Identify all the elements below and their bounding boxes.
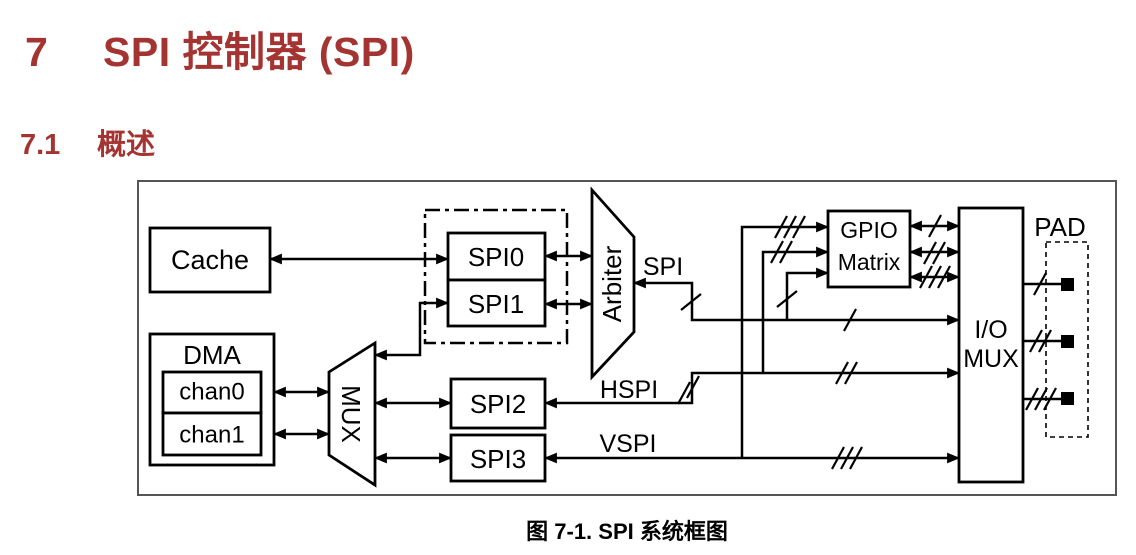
- spi3-label: SPI3: [470, 444, 526, 474]
- bus-slash: [937, 265, 951, 289]
- dma-chan0-block: [161, 370, 263, 415]
- bus-slash: [923, 241, 937, 265]
- bus-slash: [844, 361, 858, 385]
- bus-slash: [1033, 272, 1047, 296]
- vspi-signal-label: VSPI: [600, 430, 657, 458]
- bus-slash: [928, 265, 942, 289]
- bus-slash: [1043, 387, 1057, 411]
- arbiter-block: [590, 186, 636, 381]
- gpio-matrix-label-line2: Matrix: [838, 249, 901, 275]
- spi0-block: [446, 231, 547, 282]
- bus-slash: [677, 381, 691, 405]
- spi0-label: SPI0: [468, 242, 524, 272]
- cache-block: [148, 226, 272, 294]
- bus-slash: [774, 215, 788, 239]
- mux-spi1-bus: [373, 297, 450, 361]
- bus-slash: [686, 375, 700, 399]
- bus-slash: [792, 215, 806, 239]
- bus-slash: [831, 446, 845, 470]
- bus-slash: [932, 241, 946, 265]
- hspi-to-gpio-branch: [761, 246, 830, 373]
- chan0-label: chan0: [179, 379, 244, 406]
- bus-slash: [928, 214, 942, 238]
- bus-slash: [776, 290, 798, 308]
- pad-square-1: [1061, 335, 1074, 348]
- spi1-block: [446, 278, 547, 328]
- mux-label: MUX: [336, 385, 366, 443]
- bus-slash: [680, 293, 702, 311]
- bus-slash: [849, 446, 863, 470]
- bus-slash: [843, 308, 857, 332]
- pad-square-0: [1061, 278, 1074, 291]
- dma-chan1-block: [161, 411, 263, 457]
- dma-label: DMA: [183, 340, 241, 370]
- spi-signal-label: SPI: [643, 253, 683, 281]
- gpio-matrix-block: [826, 209, 912, 289]
- bus-slash: [770, 240, 784, 264]
- spi3-block: [449, 433, 547, 483]
- bus-slash: [919, 265, 933, 289]
- pad-square-2: [1061, 392, 1074, 405]
- section-title: SPI 控制器 (SPI): [103, 29, 415, 75]
- bus-slash: [1034, 387, 1048, 411]
- spi0-spi1-group-border: [423, 208, 569, 345]
- bus-slash: [1029, 329, 1043, 353]
- io-mux-label-line1: I/O: [974, 316, 1007, 344]
- cache-label: Cache: [171, 245, 249, 275]
- io-mux-block: [957, 206, 1025, 484]
- subsection-title: 概述: [97, 129, 156, 161]
- bus-slash: [779, 240, 793, 264]
- io-mux-label-line2: MUX: [963, 345, 1019, 373]
- bus-slash: [835, 361, 849, 385]
- subsection-heading: 7.1 概述: [20, 121, 155, 163]
- bus-slash: [1025, 387, 1039, 411]
- chan1-label: chan1: [179, 422, 244, 449]
- gpio-matrix-label-line1: GPIO: [840, 217, 898, 243]
- section-heading: 7 SPI 控制器 (SPI): [25, 18, 415, 78]
- bus-slash: [1038, 329, 1052, 353]
- hspi-signal-label: HSPI: [600, 376, 658, 404]
- figure-caption: 图 7-1. SPI 系统框图: [526, 519, 728, 544]
- pad-label: PAD: [1034, 212, 1086, 242]
- pad-dashed-border: [1045, 241, 1089, 438]
- mux-block: [327, 340, 377, 488]
- spi2-block: [449, 377, 547, 430]
- spi-to-gpio-branch: [785, 267, 830, 320]
- bus-slash: [783, 215, 797, 239]
- bus-slash: [840, 446, 854, 470]
- section-number: 7: [25, 29, 49, 75]
- arbiter-label: Arbiter: [597, 245, 627, 322]
- subsection-number: 7.1: [20, 129, 61, 161]
- spi2-label: SPI2: [470, 389, 526, 419]
- spi1-label: SPI1: [468, 289, 524, 319]
